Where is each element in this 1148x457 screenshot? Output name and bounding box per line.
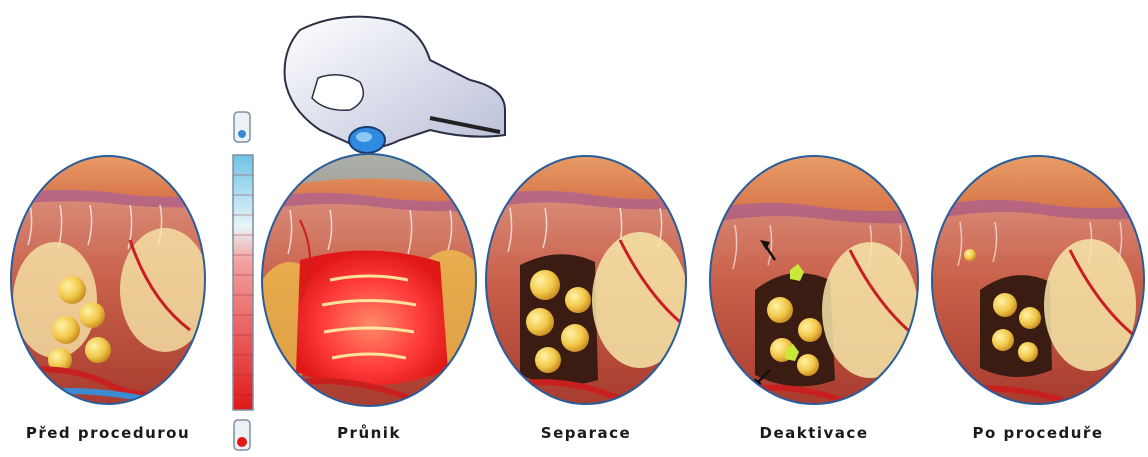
stage-4-illustration bbox=[705, 150, 930, 410]
stage-1-caption: Před procedurou bbox=[0, 424, 218, 442]
stage-5-caption: Po proceduře bbox=[928, 424, 1148, 442]
stage-2-caption: Průnik bbox=[259, 424, 479, 442]
stage-5-illustration bbox=[930, 150, 1148, 410]
thermometer-scale bbox=[233, 112, 253, 450]
cryo-applicator-icon bbox=[285, 17, 505, 153]
stage-4-caption: Deaktivace bbox=[704, 424, 924, 442]
stage-2-illustration bbox=[250, 150, 492, 415]
stage-3-illustration bbox=[480, 150, 700, 410]
stage-1-illustration bbox=[0, 150, 220, 410]
stage-3-caption: Separace bbox=[476, 424, 696, 442]
